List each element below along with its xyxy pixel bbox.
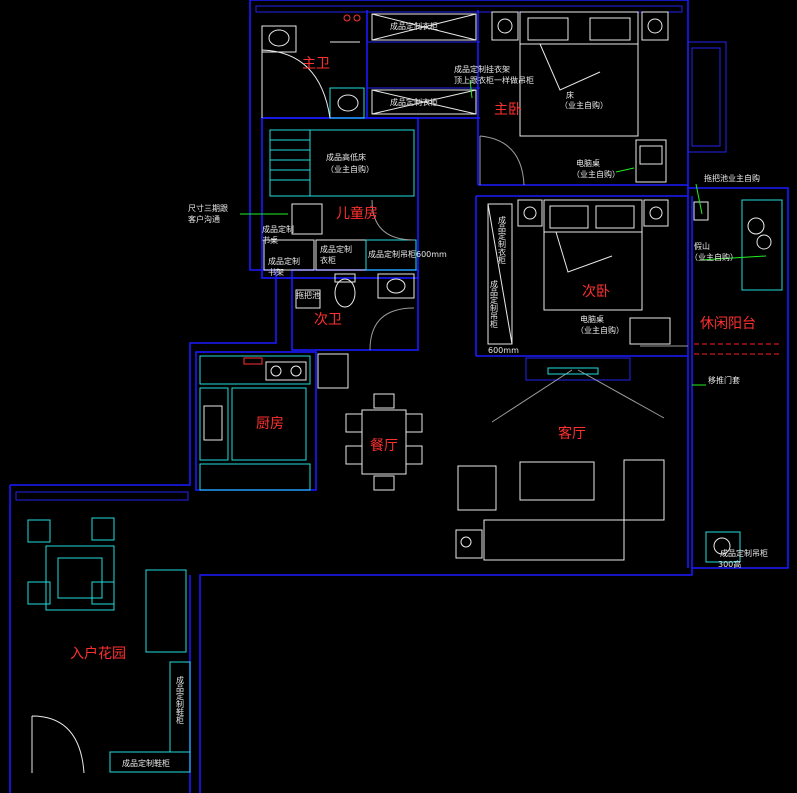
dining-table[interactable] bbox=[345, 393, 423, 491]
room-living: 客厅 bbox=[558, 425, 586, 442]
kitchen-fixtures bbox=[199, 353, 349, 491]
note-hanging-balcony: 成品定制吊柜 bbox=[720, 548, 768, 558]
room-master-bath: 主卫 bbox=[302, 56, 330, 72]
note-owner-buy-1: （业主自购） bbox=[560, 100, 608, 110]
kids-room-fixtures bbox=[263, 129, 417, 271]
note-wardrobe-custom-2: 衣柜 bbox=[320, 255, 336, 265]
note-owner-buy-3: （业主自购） bbox=[690, 252, 738, 262]
note-shoe-cabinet: 成品定制鞋柜 bbox=[122, 758, 170, 768]
room-second-bed: 次卧 bbox=[582, 284, 610, 300]
note-mop-pool-balcony: 拖把池业主自购 bbox=[704, 173, 760, 183]
note-mop-pool: 拖把池 bbox=[296, 290, 320, 300]
room-dining: 餐厅 bbox=[370, 438, 398, 454]
note-owner-buy-2: （业主自购） bbox=[572, 169, 620, 179]
room-kids: 儿童房 bbox=[336, 205, 378, 222]
entry-garden-fixtures bbox=[27, 517, 191, 774]
room-kitchen: 厨房 bbox=[256, 416, 284, 432]
note-size-2: 客户沟通 bbox=[188, 214, 220, 224]
interior-walls bbox=[189, 10, 727, 793]
exterior-walls bbox=[9, 0, 789, 793]
leader-lines bbox=[240, 79, 767, 386]
note-wardrobe-top: 成品定制衣柜 bbox=[390, 21, 438, 31]
note-desk-custom-2: 书桌 bbox=[262, 235, 278, 245]
master-desk[interactable] bbox=[635, 139, 667, 183]
note-desk-2: 电脑桌 bbox=[580, 314, 604, 324]
note-desk-custom-1: 成品定制 bbox=[262, 224, 294, 234]
room-labels: 主卫 主卧 儿童房 次卧 次卫 休闲阳台 厨房 餐厅 客厅 入户花园 bbox=[70, 56, 756, 662]
annotations: 成品定制衣柜 成品定制衣柜 成品定制挂衣架 顶上跟衣柜一样做吊柜 床 （业主自购… bbox=[122, 21, 768, 768]
balcony-fixtures bbox=[693, 199, 783, 563]
note-master-bed: 床 bbox=[566, 90, 574, 100]
note-owner-buy-4: （业主自购） bbox=[576, 325, 624, 335]
note-hanging-600: 成品定制吊柜600mm bbox=[368, 249, 447, 259]
note-sliding-door: 移推门套 bbox=[708, 375, 740, 385]
room-master-bed: 主卧 bbox=[494, 102, 522, 118]
master-bed[interactable] bbox=[491, 11, 669, 137]
note-kids-bed-2: （业主自购） bbox=[326, 164, 374, 174]
note-rockery: 假山 bbox=[694, 241, 710, 251]
note-300mm: 300高 bbox=[718, 559, 741, 569]
second-bedroom-fixtures bbox=[487, 199, 688, 347]
note-wardrobe-vertical: 成品定制衣柜 bbox=[498, 215, 507, 265]
note-hanger-2: 顶上跟衣柜一样做吊柜 bbox=[454, 75, 534, 85]
vertical-annotations: 成品定制衣柜 成品定制吊柜 成品定制鞋柜 bbox=[176, 215, 507, 725]
note-wardrobe-mid: 成品定制衣柜 bbox=[390, 97, 438, 107]
living-fixtures bbox=[455, 367, 665, 561]
note-wardrobe-custom-1: 成品定制 bbox=[320, 244, 352, 254]
room-entry-garden: 入户花园 bbox=[70, 645, 126, 662]
second-bath-fixtures bbox=[295, 273, 415, 351]
note-600mm: 600mm bbox=[488, 346, 519, 355]
room-second-bath: 次卫 bbox=[314, 312, 342, 328]
note-hanging-vertical: 成品定制吊柜 bbox=[490, 279, 499, 329]
master-bath-fixtures bbox=[261, 14, 365, 119]
master-door bbox=[479, 135, 525, 186]
note-desk-1: 电脑桌 bbox=[576, 158, 600, 168]
note-shoe-vertical: 成品定制鞋柜 bbox=[176, 675, 185, 725]
note-size-1: 尺寸三期跟 bbox=[188, 203, 228, 213]
master-wardrobe bbox=[371, 13, 477, 115]
note-shelf-custom-1: 成品定制 bbox=[268, 256, 300, 266]
note-kids-bed-1: 成品高低床 bbox=[326, 152, 366, 162]
room-leisure-balcony: 休闲阳台 bbox=[700, 316, 756, 332]
note-hanger-1: 成品定制挂衣架 bbox=[454, 64, 510, 74]
note-shelf-custom-2: 书架 bbox=[268, 267, 284, 277]
